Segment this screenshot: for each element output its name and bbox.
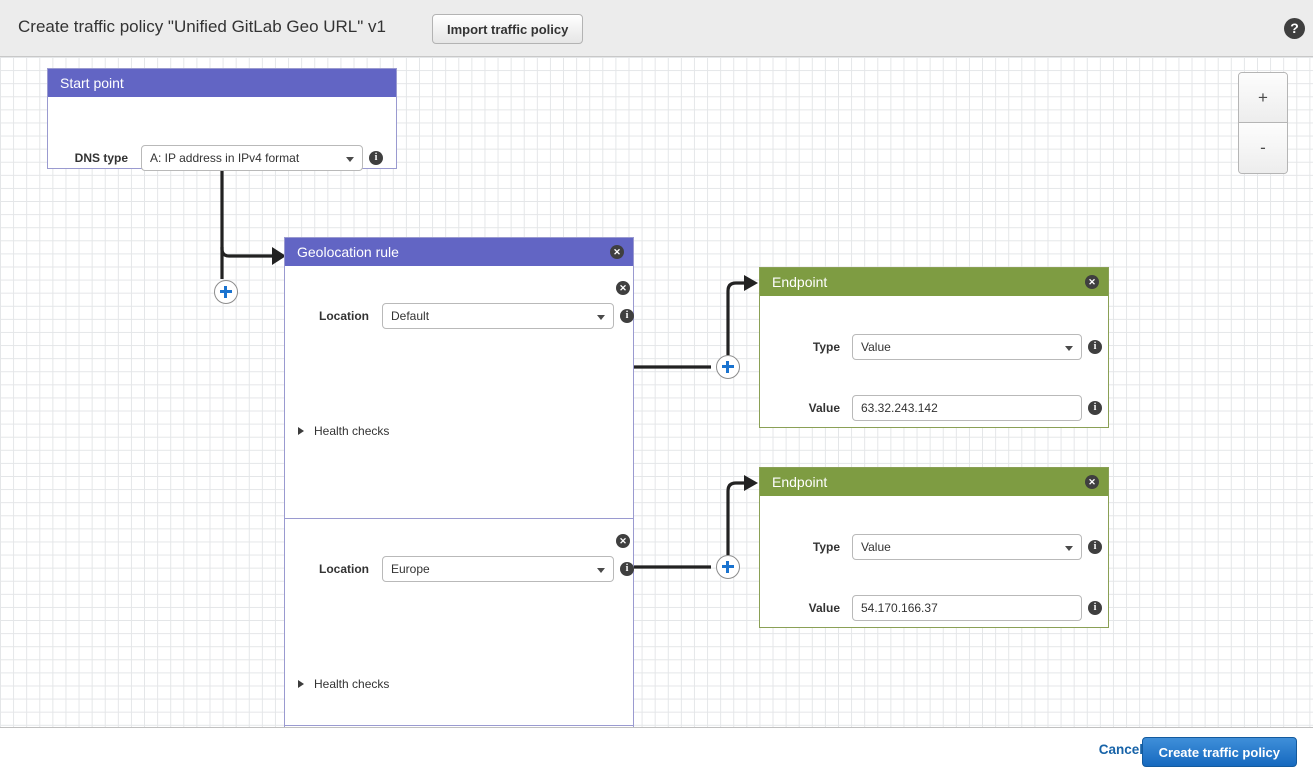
geo-section-divider bbox=[285, 518, 633, 519]
geo-location-1-health-checks-toggle[interactable]: Health checks bbox=[298, 424, 389, 438]
endpoint-2-value-info-icon[interactable]: i bbox=[1088, 601, 1102, 615]
add-another-geo-location-button[interactable]: + Add another geo location bbox=[285, 725, 633, 727]
geo-location-section-2: ✕ Location Europe i Health checks bbox=[285, 519, 634, 719]
endpoint-2-header: Endpoint ✕ bbox=[760, 468, 1108, 496]
geolocation-rule-header: Geolocation rule ✕ bbox=[285, 238, 633, 266]
endpoint-1-value-label: Value bbox=[808, 401, 840, 415]
geo-location-2-info-icon[interactable]: i bbox=[620, 562, 634, 576]
cancel-button[interactable]: Cancel bbox=[1098, 742, 1143, 757]
chevron-down-icon bbox=[346, 157, 354, 162]
endpoint-1-type-value: Value bbox=[861, 340, 891, 354]
import-traffic-policy-button[interactable]: Import traffic policy bbox=[432, 14, 584, 44]
endpoint-1-value-row: Value 63.32.243.142 i bbox=[800, 395, 1102, 421]
dns-type-info-icon[interactable]: i bbox=[369, 151, 383, 165]
endpoint-2-type-info-icon[interactable]: i bbox=[1088, 540, 1102, 554]
endpoint-1-type-select[interactable]: Value bbox=[852, 334, 1082, 360]
geolocation-rule-title: Geolocation rule bbox=[297, 244, 399, 260]
zoom-out-button[interactable]: - bbox=[1239, 123, 1287, 173]
dns-type-row: DNS type A: IP address in IPv4 format i bbox=[70, 145, 383, 171]
start-point-header: Start point bbox=[48, 69, 396, 97]
geolocation-rule-node[interactable]: Geolocation rule ✕ ✕ Location Default i … bbox=[284, 237, 634, 727]
endpoint-2-type-row: Type Value i bbox=[800, 534, 1102, 560]
endpoint-2-value-row: Value 54.170.166.37 i bbox=[800, 595, 1102, 621]
geo-location-1-value: Default bbox=[391, 309, 430, 323]
start-point-body: DNS type A: IP address in IPv4 format i bbox=[48, 97, 396, 171]
chevron-down-icon bbox=[597, 568, 605, 573]
endpoint-1-close-icon[interactable]: ✕ bbox=[1085, 275, 1099, 289]
geo-location-2-close-icon[interactable]: ✕ bbox=[616, 534, 630, 548]
create-traffic-policy-button[interactable]: Create traffic policy bbox=[1141, 737, 1297, 767]
endpoint-2-type-select[interactable]: Value bbox=[852, 534, 1082, 560]
chevron-right-icon bbox=[298, 427, 304, 435]
connector-edges bbox=[220, 169, 758, 569]
geo-location-2-label: Location bbox=[319, 562, 369, 576]
chevron-down-icon bbox=[1065, 346, 1073, 351]
endpoint-node-2[interactable]: Endpoint ✕ Type Value i Value 54.170.166… bbox=[759, 467, 1109, 628]
page-title: Create traffic policy "Unified GitLab Ge… bbox=[18, 17, 386, 36]
endpoint-1-value-input[interactable]: 63.32.243.142 bbox=[852, 395, 1082, 421]
geo-location-2-row: Location Europe i bbox=[307, 556, 634, 582]
zoom-controls[interactable]: + - bbox=[1238, 72, 1288, 174]
dns-type-value: A: IP address in IPv4 format bbox=[150, 151, 300, 165]
help-icon[interactable]: ? bbox=[1284, 18, 1305, 39]
endpoint-1-type-info-icon[interactable]: i bbox=[1088, 340, 1102, 354]
policy-canvas[interactable]: Start point DNS type A: IP address in IP… bbox=[0, 57, 1313, 728]
add-node-button-endpoint-2[interactable] bbox=[716, 555, 740, 579]
top-header-bar: Create traffic policy "Unified GitLab Ge… bbox=[0, 0, 1313, 57]
endpoint-1-value-info-icon[interactable]: i bbox=[1088, 401, 1102, 415]
geo-location-1-health-checks-label: Health checks bbox=[314, 424, 390, 438]
chevron-right-icon bbox=[298, 680, 304, 688]
geo-location-1-select[interactable]: Default bbox=[382, 303, 614, 329]
geo-location-2-health-checks-label: Health checks bbox=[314, 677, 390, 691]
add-node-button-start[interactable] bbox=[214, 280, 238, 304]
endpoint-2-title: Endpoint bbox=[772, 474, 828, 490]
geo-location-1-label: Location bbox=[319, 309, 369, 323]
dns-type-label: DNS type bbox=[74, 151, 128, 165]
endpoint-2-value-text: 54.170.166.37 bbox=[861, 601, 938, 615]
endpoint-node-1[interactable]: Endpoint ✕ Type Value i Value 63.32.243.… bbox=[759, 267, 1109, 428]
add-node-button-endpoint-1[interactable] bbox=[716, 355, 740, 379]
endpoint-2-type-label: Type bbox=[812, 540, 840, 554]
dns-type-select[interactable]: A: IP address in IPv4 format bbox=[141, 145, 363, 171]
endpoint-1-type-label: Type bbox=[812, 340, 840, 354]
start-point-title: Start point bbox=[60, 75, 124, 91]
endpoint-2-value-label: Value bbox=[808, 601, 840, 615]
start-point-node[interactable]: Start point DNS type A: IP address in IP… bbox=[47, 68, 397, 171]
geo-location-2-select[interactable]: Europe bbox=[382, 556, 614, 582]
zoom-in-button[interactable]: + bbox=[1239, 73, 1287, 123]
geo-location-1-info-icon[interactable]: i bbox=[620, 309, 634, 323]
endpoint-1-title: Endpoint bbox=[772, 274, 828, 290]
footer-bar: Cancel Create traffic policy bbox=[0, 728, 1313, 770]
geo-location-2-health-checks-toggle[interactable]: Health checks bbox=[298, 677, 389, 691]
geo-location-1-row: Location Default i bbox=[307, 303, 634, 329]
endpoint-2-value-input[interactable]: 54.170.166.37 bbox=[852, 595, 1082, 621]
geo-location-2-value: Europe bbox=[391, 562, 430, 576]
chevron-down-icon bbox=[1065, 546, 1073, 551]
geolocation-rule-close-icon[interactable]: ✕ bbox=[610, 245, 624, 259]
geo-location-section-1: ✕ Location Default i Health checks bbox=[285, 266, 634, 466]
endpoint-1-value-text: 63.32.243.142 bbox=[861, 401, 938, 415]
endpoint-1-header: Endpoint ✕ bbox=[760, 268, 1108, 296]
endpoint-2-close-icon[interactable]: ✕ bbox=[1085, 475, 1099, 489]
chevron-down-icon bbox=[597, 315, 605, 320]
endpoint-2-type-value: Value bbox=[861, 540, 891, 554]
geo-location-1-close-icon[interactable]: ✕ bbox=[616, 281, 630, 295]
endpoint-1-type-row: Type Value i bbox=[800, 334, 1102, 360]
